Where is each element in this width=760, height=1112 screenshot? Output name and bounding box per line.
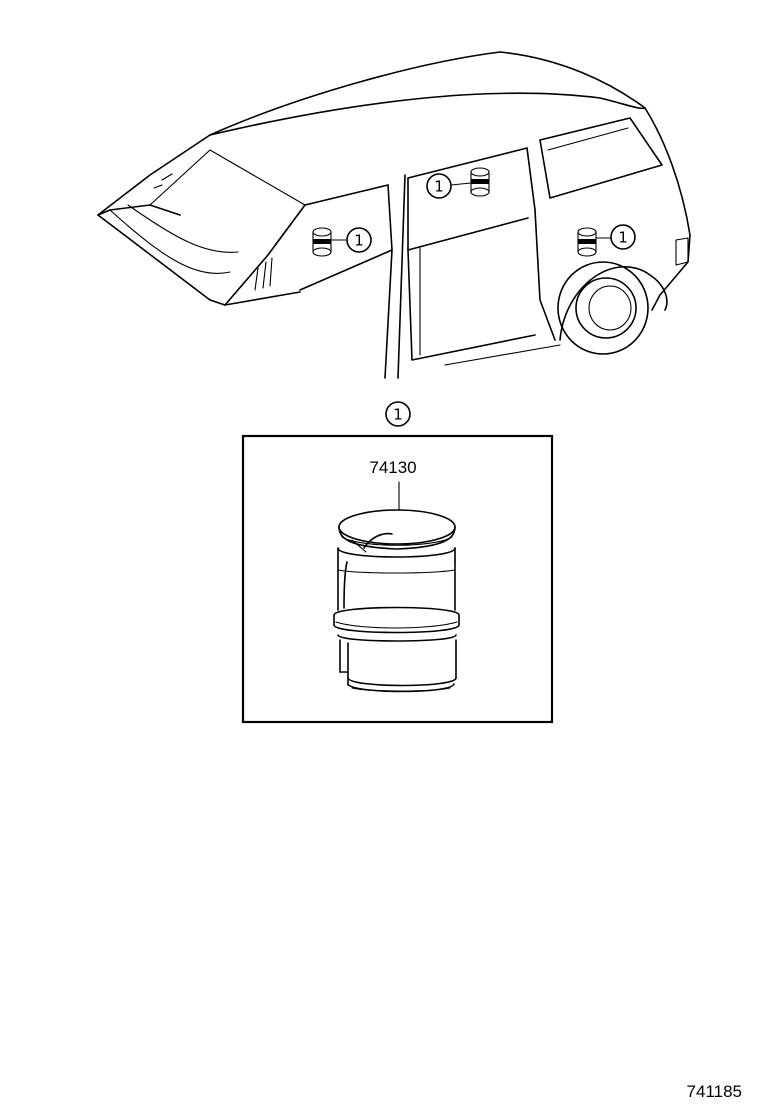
ashtray-icon-front [312,227,332,257]
callout-detail[interactable]: 1 [385,401,411,427]
ashtray-icon-sliding-door [470,167,490,197]
ashtray-icon-rear [577,227,597,257]
ashtray-cup-icon [333,509,460,693]
callout-detail-label: 1 [393,406,403,424]
callout-front-quarter-label: 1 [354,232,364,250]
detail-box [241,434,554,724]
callout-rear-quarter-label: 1 [618,229,628,247]
vehicle-illustration [97,51,691,379]
diagram-number: 741185 [687,1082,742,1101]
callout-rear-quarter[interactable]: 1 [595,224,636,250]
callout-front-quarter[interactable]: 1 [330,227,372,253]
callout-sliding-door[interactable]: 1 [426,173,472,199]
callout-sliding-door-label: 1 [434,178,444,196]
part-number-label[interactable]: 74130 [369,458,416,477]
